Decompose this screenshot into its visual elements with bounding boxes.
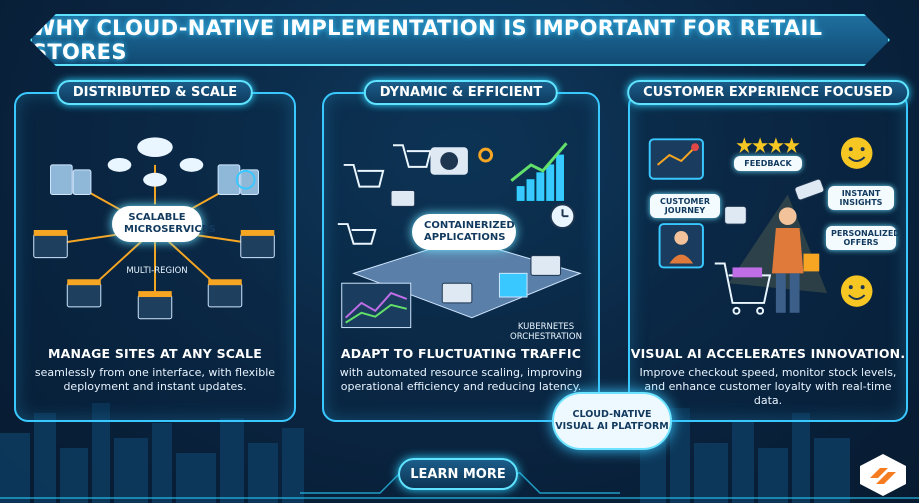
- rating-stars-icon: [736, 137, 800, 154]
- title-banner: WHY CLOUD-NATIVE IMPLEMENTATION IS IMPOR…: [30, 14, 890, 66]
- growth-chart-icon: [516, 154, 564, 201]
- chart-line-icon: [341, 282, 412, 329]
- panel-description: with automated resource scaling, improvi…: [339, 366, 583, 393]
- camera-icon: [430, 147, 494, 175]
- learn-more-button[interactable]: LEARN MORE: [398, 458, 518, 490]
- customer-illustration: [648, 137, 873, 315]
- platform-label: CLOUD-NATIVE VISUAL AI PLATFORM: [555, 409, 669, 432]
- instant-insights-label: INSTANT INSIGHTS: [828, 186, 894, 210]
- containers-illustration: [337, 142, 582, 329]
- shopper-icon: [771, 207, 820, 313]
- scalable-microservices-cloud: SCALABLE MICROSERVICES: [112, 206, 216, 242]
- register-icon: [390, 190, 562, 304]
- panel-heading: MANAGE SITES AT ANY SCALE: [48, 346, 262, 361]
- panel-dynamic-efficient: DYNAMIC & EFFICIENT: [322, 80, 600, 422]
- shopping-cart-icon: [714, 262, 772, 315]
- container-box-icon: [498, 272, 528, 298]
- security-camera-icon: [724, 178, 825, 225]
- multi-region-label: MULTI-REGION: [126, 266, 188, 276]
- city-skyline: [0, 403, 919, 503]
- learn-more-label: LEARN MORE: [410, 466, 506, 482]
- smiley-icon: [840, 137, 873, 307]
- page-title: WHY CLOUD-NATIVE IMPLEMENTATION IS IMPOR…: [32, 16, 823, 64]
- brand-logo: [860, 454, 906, 496]
- panel-distributed-scale: DISTRIBUTED & SCALE: [14, 80, 296, 422]
- panel-tag: DYNAMIC & EFFICIENT: [363, 80, 559, 105]
- panel-heading: ADAPT TO FLUCTUATING TRAFFIC: [340, 346, 582, 361]
- visual-ai-platform-cloud: CLOUD-NATIVE VISUAL AI PLATFORM: [552, 392, 672, 450]
- map-icon: [648, 138, 704, 180]
- panel-tag: DISTRIBUTED & SCALE: [56, 80, 254, 105]
- personalized-offers-label: PERSONALIZED OFFERS: [826, 226, 900, 250]
- panel-heading: VISUAL AI ACCELERATES INNOVATION.: [630, 346, 906, 361]
- panel-tag: CUSTOMER EXPERIENCE FOCUSED: [627, 80, 909, 105]
- feedback-label: FEEDBACK: [734, 156, 802, 171]
- containerized-applications-cloud: CONTAINERIZED APPLICATIONS: [412, 214, 516, 250]
- cart-icon: [337, 144, 432, 245]
- phone-user-icon: [658, 223, 704, 269]
- panel-description: Improve checkout speed, monitor stock le…: [639, 366, 897, 407]
- panel-description: seamlessly from one interface, with flex…: [34, 366, 276, 393]
- server-icon: [50, 164, 260, 195]
- kubernetes-label: KUBERNETES ORCHESTRATION: [510, 322, 582, 342]
- panel-customer-experience: CUSTOMER EXPERIENCE FOCUSED: [627, 80, 909, 422]
- customer-journey-label: CUSTOMER JOURNEY: [650, 194, 720, 218]
